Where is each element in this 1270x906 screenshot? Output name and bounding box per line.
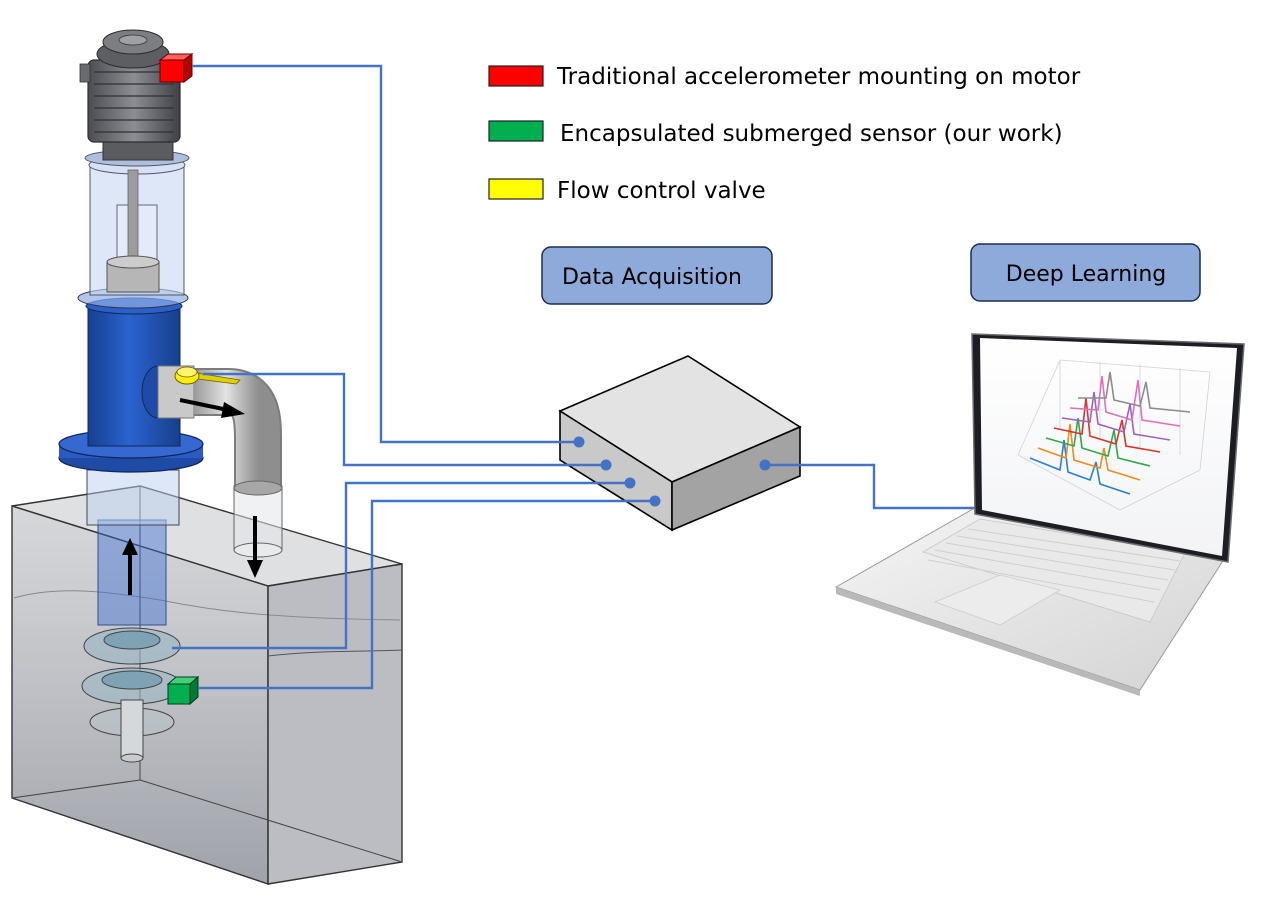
flow-arrow-up	[122, 538, 138, 595]
red-accelerometer-icon	[158, 53, 194, 83]
deep-learning-label: Deep Learning	[1006, 262, 1166, 287]
legend-swatch-red	[488, 65, 544, 87]
pump-column-icon	[58, 149, 204, 526]
daq-port	[600, 459, 612, 471]
wire-valve	[203, 372, 606, 467]
legend-label: Encapsulated submerged sensor (our work)	[560, 121, 1063, 147]
legend-swatch-green	[488, 120, 544, 142]
waterfall-plot-icon	[1017, 359, 1211, 511]
flow-arrow-down	[247, 516, 263, 578]
signal-wires	[172, 64, 984, 690]
flow-control-valve-icon	[174, 366, 241, 385]
data-acquisition-box	[541, 246, 773, 305]
legend-item-valve: Flow control valve	[488, 178, 766, 204]
discharge-pipe-icon	[194, 368, 283, 558]
legend-label: Flow control valve	[557, 178, 766, 204]
wire-daq-to-laptop	[765, 463, 984, 510]
legend-swatch-yellow	[488, 178, 544, 200]
motor-icon	[79, 29, 181, 161]
legend: Traditional accelerometer mounting on mo…	[488, 64, 1081, 204]
daq-box-icon	[558, 355, 802, 532]
daq-ports	[573, 436, 771, 507]
legend-item-submerged-sensor: Encapsulated submerged sensor (our work)	[488, 120, 1063, 147]
deep-learning-stage: Deep Learning	[970, 243, 1201, 302]
wire-impeller	[172, 481, 630, 650]
water-tank-icon	[11, 485, 403, 885]
legend-label: Traditional accelerometer mounting on mo…	[556, 64, 1081, 90]
flow-arrow-right	[179, 398, 245, 418]
daq-output-port	[759, 459, 771, 471]
flow-arrows	[122, 398, 263, 595]
deep-learning-box	[970, 243, 1201, 302]
daq-port	[573, 436, 585, 448]
green-submerged-sensor-icon	[166, 675, 200, 706]
legend-item-motor-sensor: Traditional accelerometer mounting on mo…	[488, 64, 1081, 90]
data-acquisition-stage: Data Acquisition	[541, 246, 773, 305]
daq-port	[624, 477, 636, 489]
daq-port	[649, 495, 661, 507]
data-acquisition-label: Data Acquisition	[562, 265, 742, 290]
laptop-icon	[834, 333, 1245, 696]
impeller-stages	[81, 519, 183, 763]
wire-submerged-sensor	[198, 499, 655, 690]
wire-motor-sensor	[192, 64, 579, 444]
keyboard-icon	[927, 528, 1181, 603]
